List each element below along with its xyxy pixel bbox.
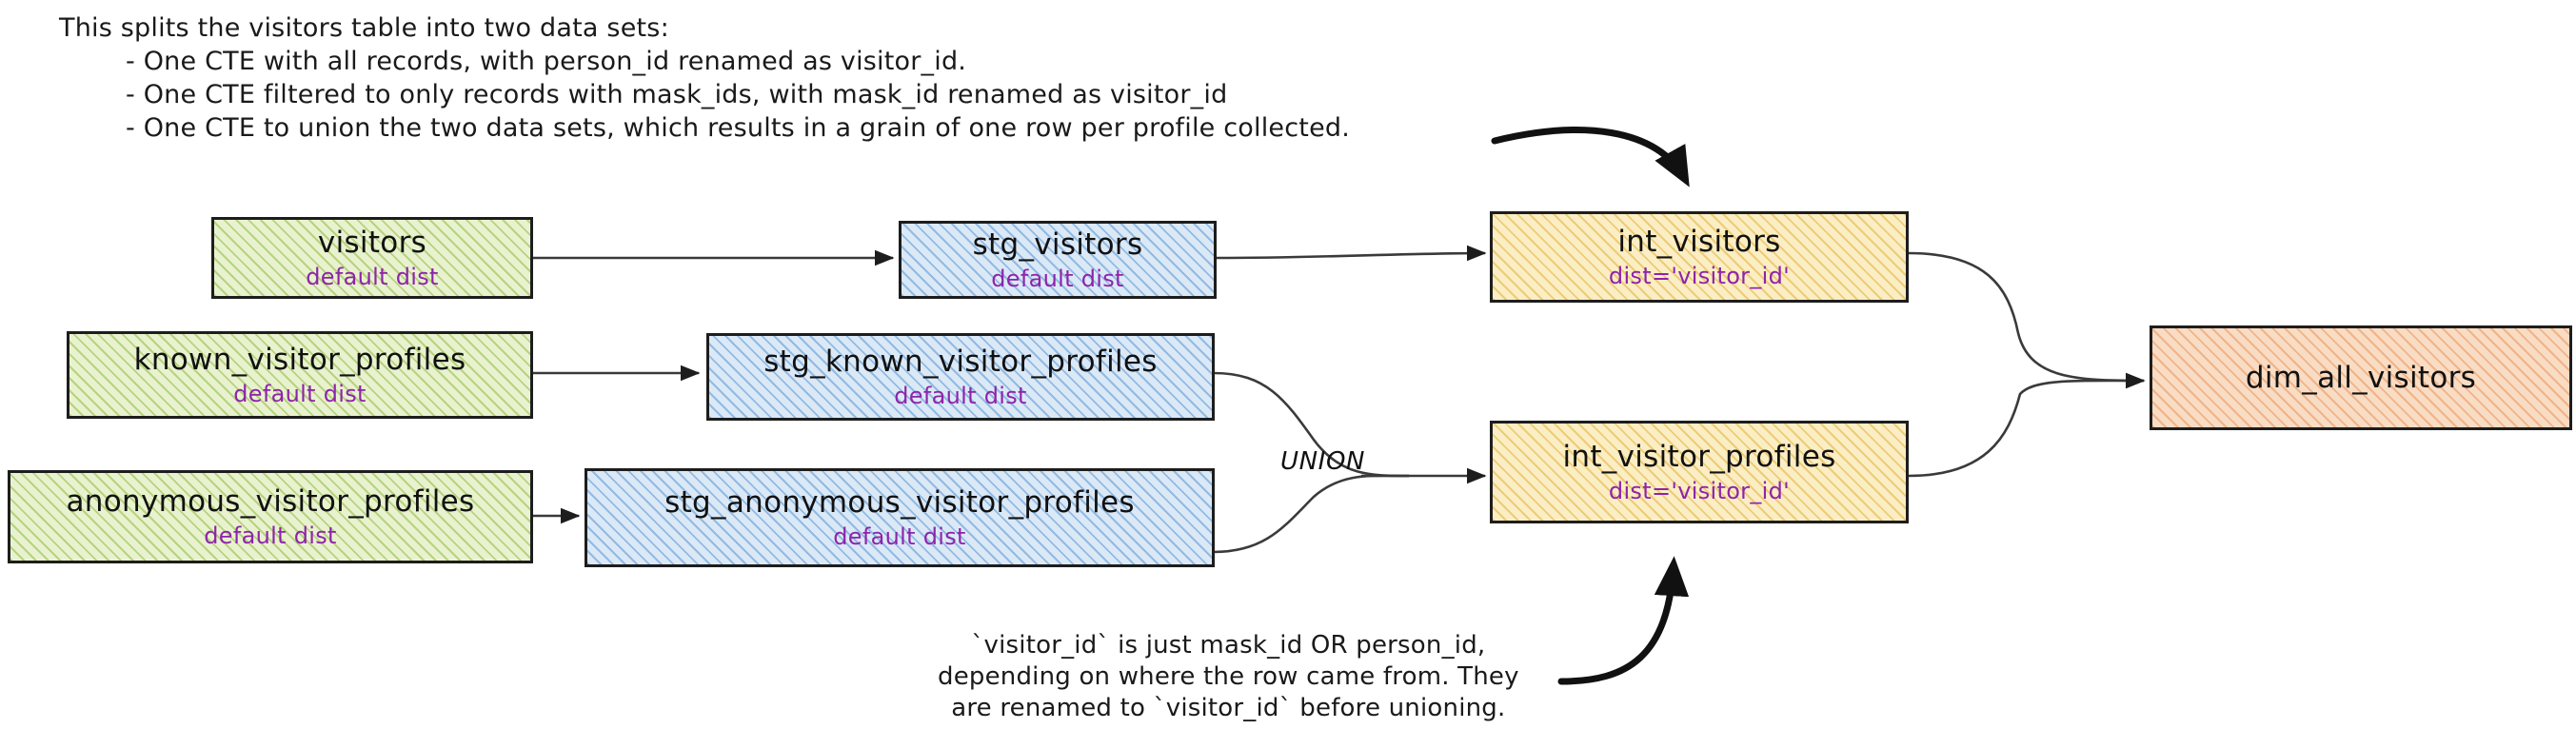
node-subtitle: default dist [991,265,1124,292]
header-line-1: This splits the visitors table into two … [59,13,669,43]
node-subtitle: default dist [306,263,439,290]
bottom-annotation: `visitor_id` is just mask_id OR person_i… [938,630,1519,724]
node-title: visitors [317,225,427,260]
node-subtitle: default dist [894,382,1027,409]
node-anonymous-visitor-profiles[interactable]: anonymous_visitor_profiles default dist [8,470,533,563]
node-known-visitor-profiles[interactable]: known_visitor_profiles default dist [67,331,533,419]
node-title: stg_visitors [972,227,1143,262]
node-subtitle: default dist [833,522,966,550]
edge-label-union: UNION [1280,447,1366,476]
node-subtitle: dist='visitor_id' [1608,477,1791,504]
node-title: stg_anonymous_visitor_profiles [664,484,1135,520]
node-subtitle: default dist [233,380,367,407]
node-visitors[interactable]: visitors default dist [211,217,533,299]
node-title: known_visitor_profiles [133,342,466,377]
node-dim-all-visitors[interactable]: dim_all_visitors [2150,325,2572,430]
header-annotation: This splits the visitors table into two … [59,11,1350,145]
node-int-visitor-profiles[interactable]: int_visitor_profiles dist='visitor_id' [1490,421,1909,523]
node-subtitle: default dist [204,522,337,549]
node-stg-visitors[interactable]: stg_visitors default dist [899,221,1217,299]
node-title: anonymous_visitor_profiles [66,483,475,519]
node-title: int_visitor_profiles [1562,439,1836,474]
node-title: stg_known_visitor_profiles [763,344,1158,379]
header-line-2: - One CTE with all records, with person_… [126,47,967,76]
node-subtitle: dist='visitor_id' [1608,262,1791,289]
bottom-line-3: are renamed to `visitor_id` before union… [951,694,1506,722]
header-line-3: - One CTE filtered to only records with … [126,80,1228,109]
node-title: int_visitors [1617,224,1781,259]
bottom-line-1: `visitor_id` is just mask_id OR person_i… [971,631,1486,660]
node-title: dim_all_visitors [2245,361,2477,395]
node-int-visitors[interactable]: int_visitors dist='visitor_id' [1490,211,1909,303]
node-stg-known-visitor-profiles[interactable]: stg_known_visitor_profiles default dist [706,333,1215,421]
header-line-4: - One CTE to union the two data sets, wh… [126,113,1350,143]
bottom-line-2: depending on where the row came from. Th… [938,662,1519,691]
node-stg-anonymous-visitor-profiles[interactable]: stg_anonymous_visitor_profiles default d… [585,468,1215,567]
